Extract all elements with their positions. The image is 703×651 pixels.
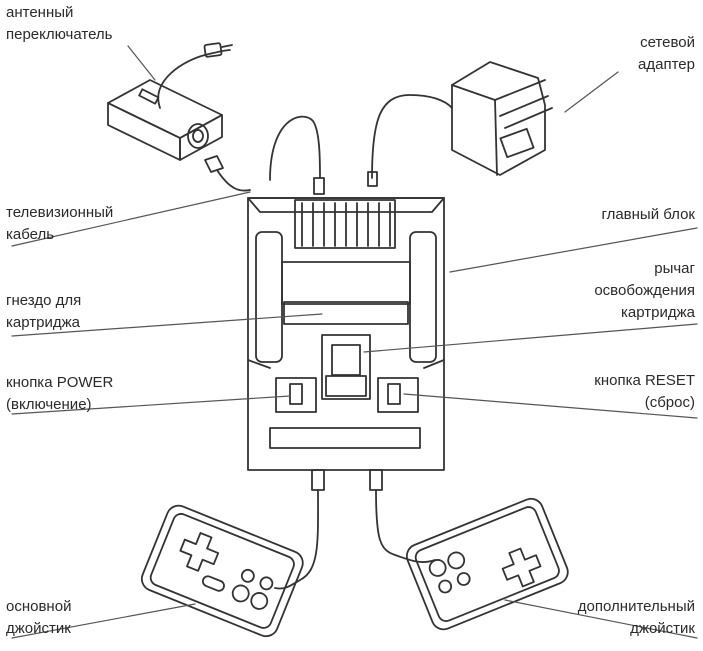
label-extra-joystick: дополнительный джойстик: [578, 596, 695, 640]
adapter-cable: [367, 94, 453, 187]
label-line: кабель: [6, 226, 55, 243]
label-cartridge-slot: гнездо для картриджа: [6, 290, 81, 334]
label-line: антенный: [6, 4, 74, 21]
label-line: кнопка POWER: [6, 374, 114, 391]
leader-lines: [11, 45, 698, 639]
label-line: (сброс): [644, 394, 695, 411]
label-power-button: кнопка POWER (включение): [6, 372, 113, 416]
main-unit: [247, 197, 445, 471]
label-reset-button: кнопка RESET (сброс): [594, 370, 695, 414]
extra-joystick: [405, 497, 569, 631]
label-line: главный блок: [601, 206, 695, 223]
label-line: адаптер: [638, 56, 695, 73]
label-tv-cable: телевизионный кабель: [6, 202, 113, 246]
label-line: (включение): [6, 396, 92, 413]
label-line: картриджа: [6, 314, 80, 331]
label-line: сетевой: [640, 34, 695, 51]
label-line: рычаг: [654, 260, 695, 277]
label-line: гнездо для: [6, 292, 82, 309]
tv-cable: [269, 115, 325, 195]
label-line: джойстик: [630, 620, 695, 637]
label-line: джойстик: [6, 620, 71, 637]
label-line: переключатель: [6, 26, 113, 43]
label-line: дополнительный: [577, 598, 695, 615]
label-eject-lever: рычаг освобождения картриджа: [594, 258, 695, 324]
label-power-adapter: сетевой адаптер: [638, 32, 695, 76]
label-line: кнопка RESET: [594, 372, 695, 389]
label-main-unit: главный блок: [601, 204, 695, 226]
label-main-joystick: основной джойстик: [6, 596, 71, 640]
power-adapter: [451, 61, 553, 176]
label-line: телевизионный: [6, 204, 114, 221]
label-line: освобождения: [594, 282, 695, 299]
main-joystick: [140, 504, 304, 638]
antenna-switch: [107, 42, 251, 192]
label-line: основной: [6, 598, 72, 615]
label-antenna-switch: антенный переключатель: [6, 2, 113, 46]
label-line: картриджа: [621, 304, 695, 321]
